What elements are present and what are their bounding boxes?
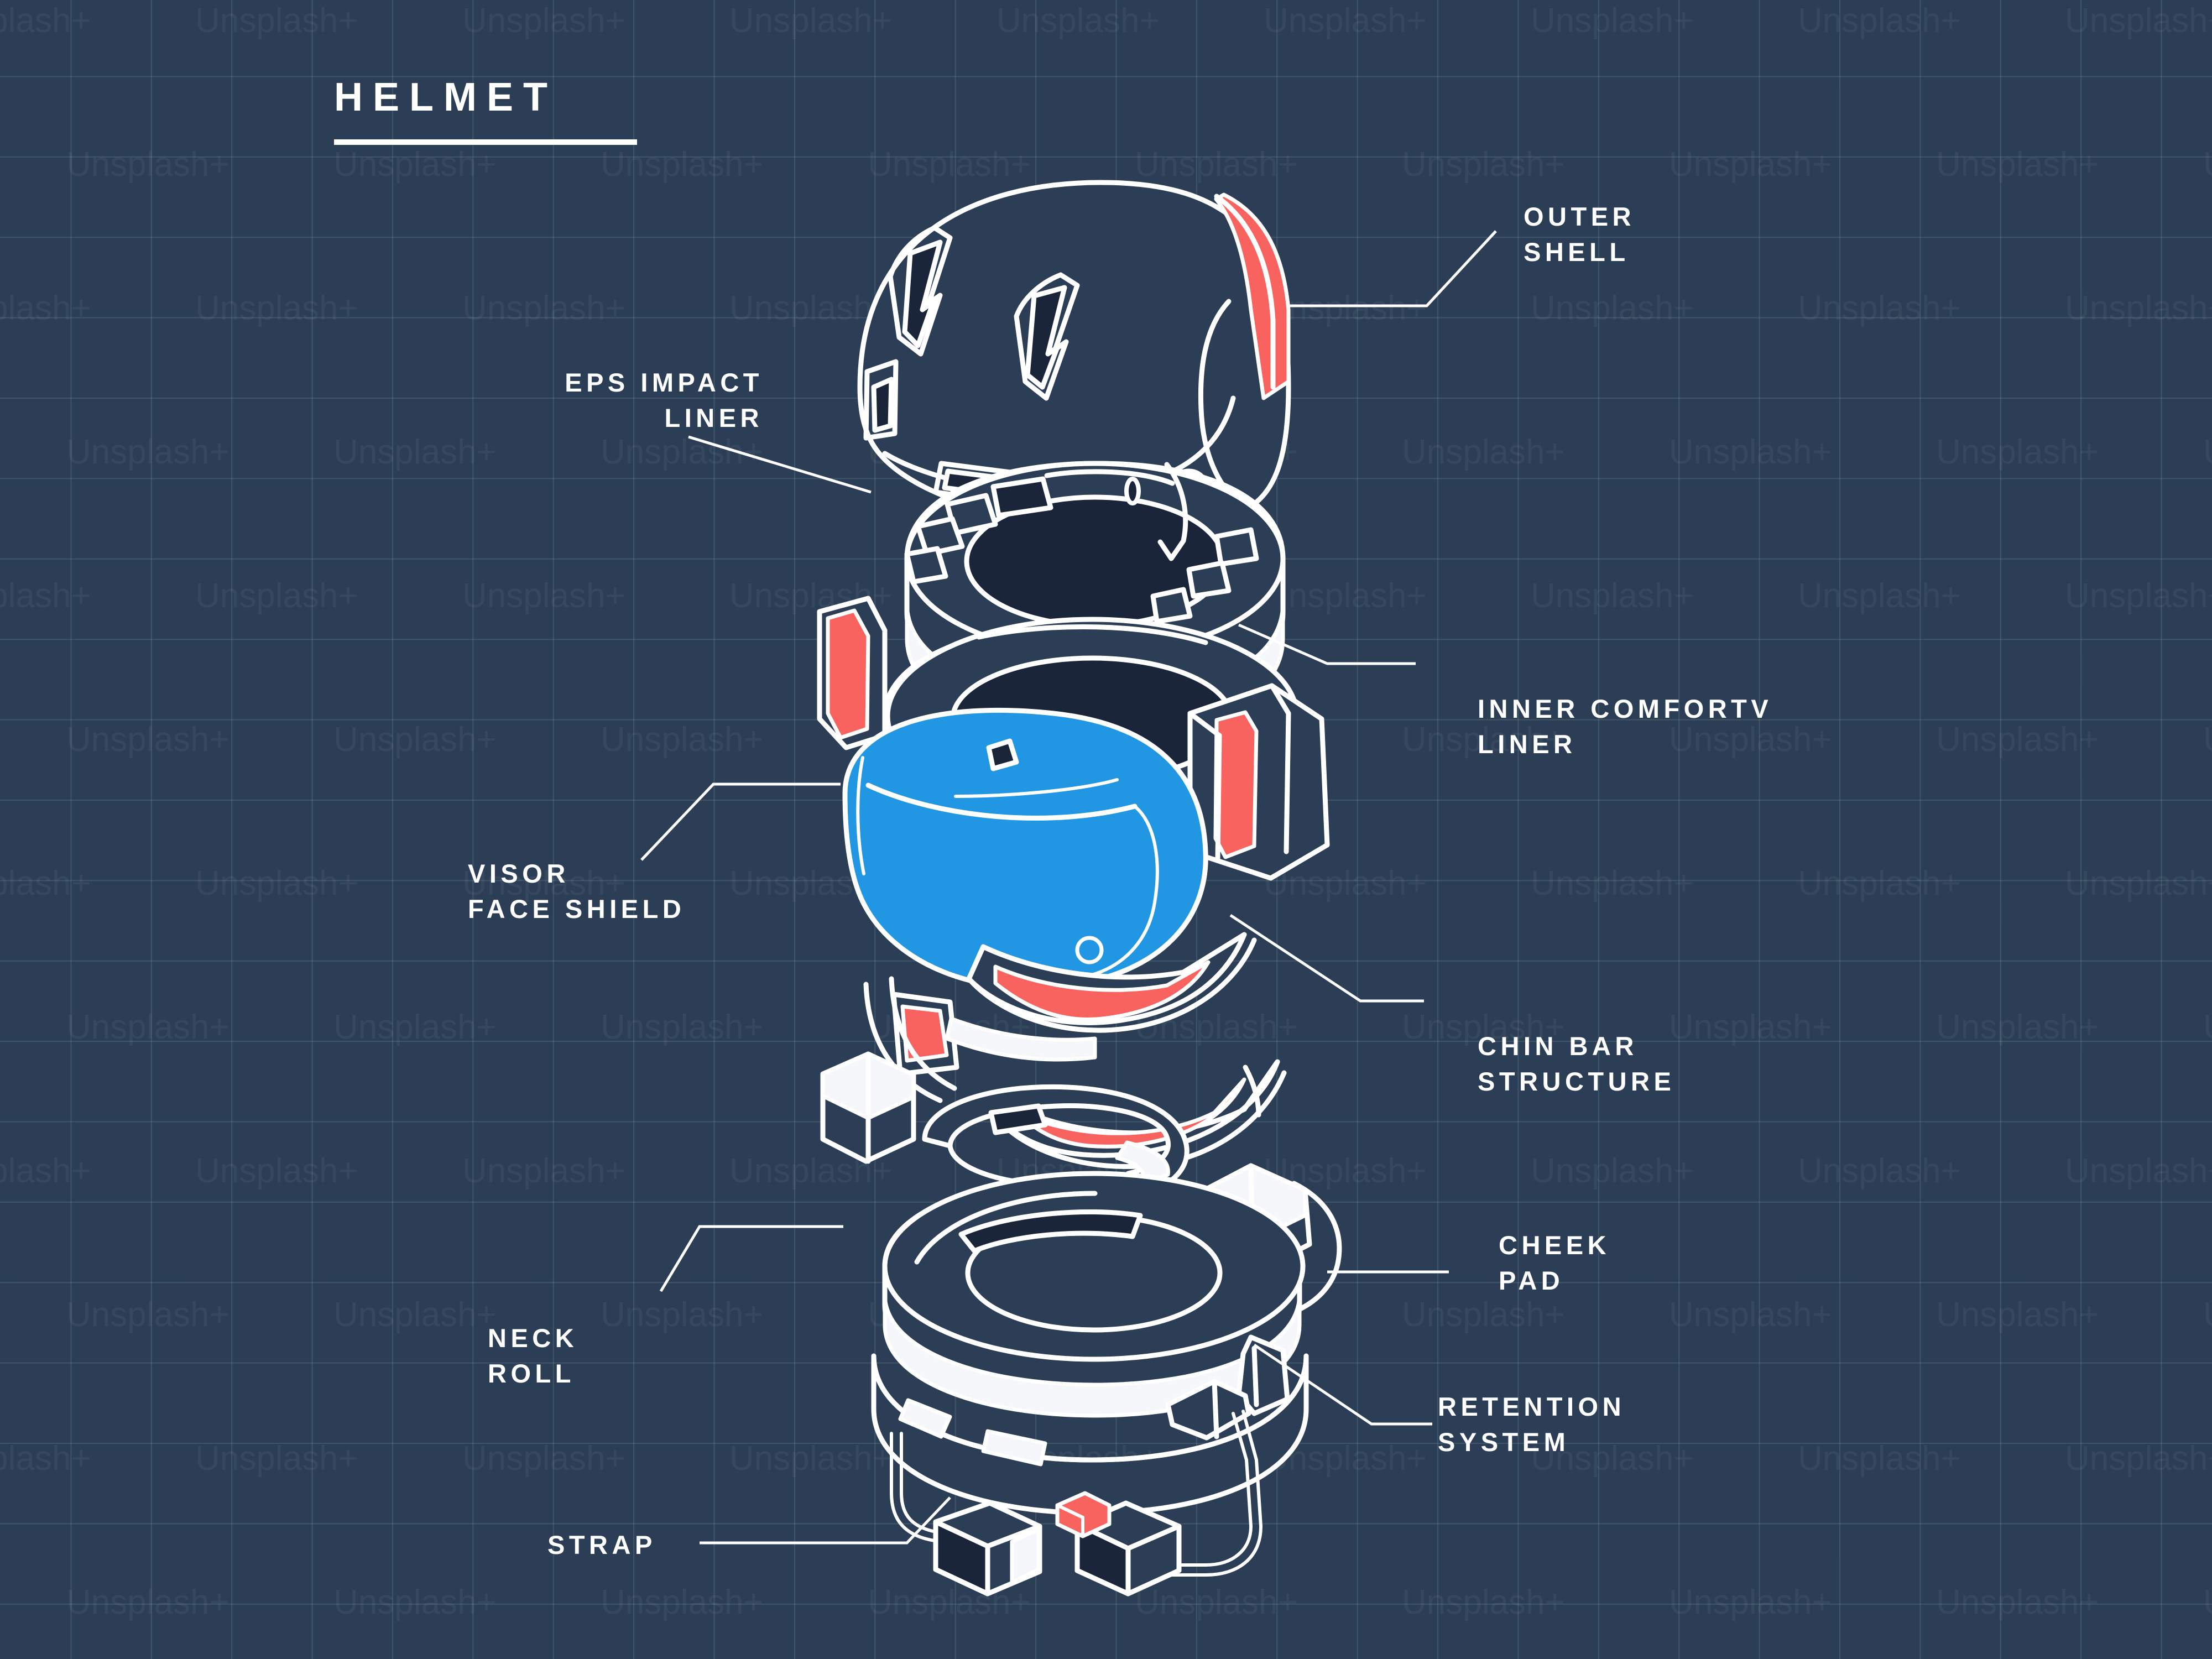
label-neck-roll: NECK ROLL (488, 1323, 578, 1389)
label-strap: STRAP (547, 1530, 656, 1559)
label-chin-bar-structure: CHIN BAR STRUCTURE (1478, 1031, 1676, 1097)
leader-neck-roll (659, 1225, 843, 1292)
page-title: HELMET (334, 75, 557, 119)
part-side-panel-right (1187, 683, 1330, 881)
part-visor-face-shield (842, 707, 1208, 990)
label-visor-face-shield: VISOR FACE SHIELD (468, 859, 686, 924)
leader-eps-impact-liner (688, 435, 872, 494)
leader-strap (700, 1496, 951, 1545)
leader-retention-system (1253, 1343, 1432, 1426)
label-outer-shell: OUTER SHELL (1524, 202, 1635, 267)
leader-chin-bar-structure (1229, 914, 1424, 1003)
leader-visor-face-shield (640, 782, 841, 861)
label-cheek-pad: CHEEK PAD (1499, 1230, 1611, 1296)
leader-line-group (640, 230, 1497, 1545)
leader-outer-shell (1288, 230, 1497, 307)
label-eps-impact-liner: EPS IMPACT LINER (565, 368, 763, 433)
part-neck-roll (882, 1171, 1306, 1418)
label-inner-comfort-liner: INNER COMFORTV LINER (1478, 694, 1773, 759)
label-retention-system: RETENTION SYSTEM (1438, 1392, 1626, 1457)
part-outer-shell (857, 180, 1291, 644)
part-side-panel-left (817, 596, 888, 750)
part-retention-system (871, 1334, 1309, 1516)
part-strap (890, 1410, 1262, 1597)
leader-inner-comfort-liner (1238, 623, 1416, 665)
title-block: HELMET (334, 77, 637, 145)
part-chin-bar-structure (863, 932, 1287, 1170)
title-underline (334, 139, 637, 145)
